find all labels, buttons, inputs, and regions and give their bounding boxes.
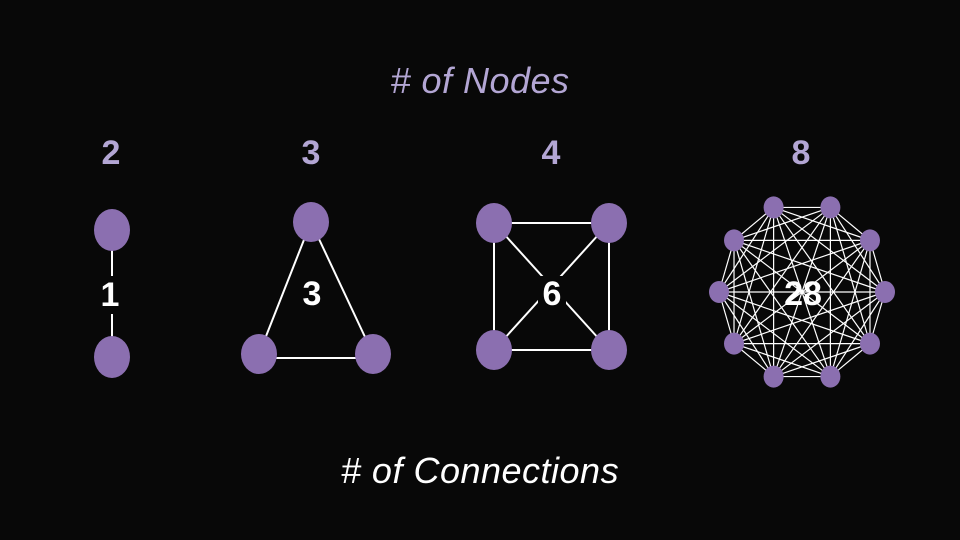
edge	[733, 343, 831, 378]
node	[724, 332, 745, 355]
connection-count-label-28: 28	[784, 275, 822, 313]
complete-graph-edges	[718, 206, 886, 378]
node	[241, 334, 277, 374]
node	[709, 281, 729, 303]
connection-count-label-3: 3	[303, 275, 322, 313]
edge	[718, 206, 831, 293]
label-backdrop	[96, 276, 128, 314]
node	[94, 209, 130, 251]
edge	[733, 291, 886, 345]
edge	[733, 239, 886, 293]
edge	[829, 207, 871, 344]
edge	[310, 221, 374, 355]
edge	[733, 240, 775, 377]
node	[875, 281, 895, 303]
edge	[773, 206, 886, 293]
edge	[733, 207, 831, 344]
edge	[718, 291, 871, 345]
node	[820, 196, 841, 219]
edge	[718, 291, 775, 377]
node	[476, 203, 512, 243]
nodes-axis-title: # of Nodes	[390, 60, 570, 101]
edge	[258, 221, 312, 355]
edge	[733, 207, 775, 344]
node	[94, 336, 130, 378]
node	[293, 202, 329, 242]
edge	[718, 239, 871, 293]
node-count-label-8: 8	[791, 134, 811, 172]
node-count-label-4: 4	[541, 134, 561, 172]
connections-axis-title: # of Connections	[340, 450, 620, 491]
edge	[773, 206, 871, 241]
graph-2-nodes: 1	[94, 209, 130, 378]
graph-3-nodes: 3	[241, 202, 391, 374]
node	[820, 365, 841, 388]
edge	[773, 240, 871, 377]
edge	[733, 239, 871, 345]
connection-count-label-1: 1	[101, 276, 120, 314]
edge	[733, 206, 831, 241]
node	[859, 229, 880, 252]
node	[859, 332, 880, 355]
node	[763, 365, 784, 388]
edge	[733, 240, 831, 377]
node	[591, 203, 627, 243]
edge	[773, 291, 886, 378]
node-count-label-2: 2	[101, 134, 121, 172]
graph-4-nodes: 6	[476, 203, 627, 370]
node-count-label-3: 3	[301, 134, 321, 172]
edge	[718, 291, 831, 378]
label-backdrop	[538, 276, 566, 314]
graph-8-nodes: 28	[709, 196, 895, 388]
edge	[829, 240, 871, 377]
edge	[773, 207, 871, 344]
complete-graph-nodes	[709, 196, 895, 388]
node	[591, 330, 627, 370]
connection-count-label-6: 6	[543, 275, 562, 313]
node	[763, 196, 784, 219]
node	[476, 330, 512, 370]
edge	[773, 343, 871, 378]
node	[724, 229, 745, 252]
node	[355, 334, 391, 374]
